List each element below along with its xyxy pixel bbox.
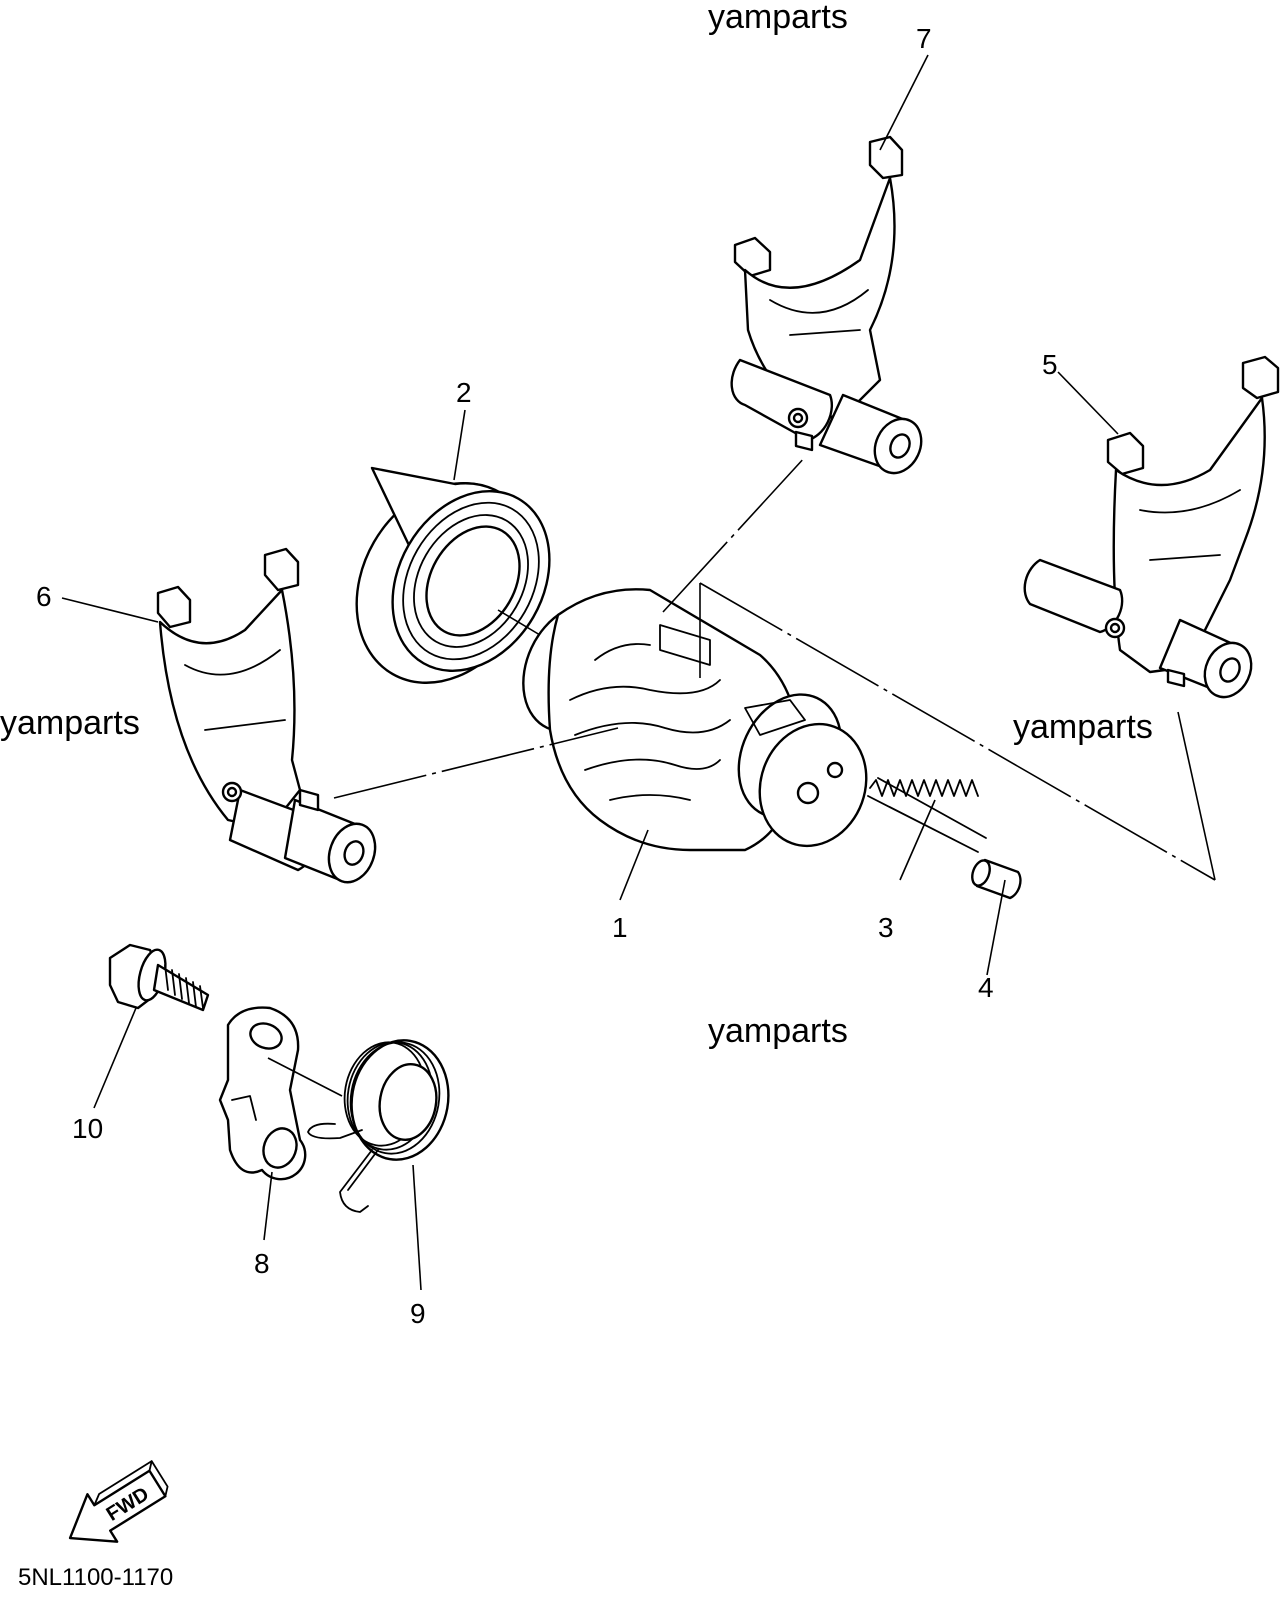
callout-7: 7 <box>916 23 932 54</box>
shift-fork-left <box>156 547 377 884</box>
callout-8: 8 <box>254 1248 270 1279</box>
callout-3: 3 <box>878 912 894 943</box>
fwd-arrow-icon: FWD <box>68 1460 169 1543</box>
shift-fork-right <box>1023 355 1280 699</box>
torsion-spring <box>307 1039 450 1213</box>
callout-1: 1 <box>612 912 628 943</box>
watermark-top: yamparts <box>708 0 848 36</box>
callout-10: 10 <box>72 1113 103 1144</box>
shift-fork-upper <box>730 135 923 475</box>
watermark-right: yamparts <box>1013 708 1153 746</box>
assembly-lines <box>267 455 1216 1097</box>
callout-2: 2 <box>456 377 472 408</box>
callout-5: 5 <box>1042 349 1058 380</box>
bolt <box>108 943 210 1012</box>
leader-lines <box>61 54 1216 1291</box>
bearing <box>355 466 551 684</box>
diagram-code: 5NL1100-1170 <box>18 1564 173 1591</box>
callout-4: 4 <box>978 972 994 1003</box>
stopper-lever <box>218 1006 307 1181</box>
watermark-left: yamparts <box>0 704 140 742</box>
callouts: 1 2 3 4 5 6 7 8 9 10 <box>36 23 1058 1329</box>
callout-6: 6 <box>36 581 52 612</box>
detent-pin <box>971 858 1022 900</box>
watermark-bottom: yamparts <box>708 1012 848 1050</box>
detent-spring <box>867 777 987 853</box>
callout-9: 9 <box>410 1298 426 1329</box>
shift-drum <box>522 588 868 852</box>
